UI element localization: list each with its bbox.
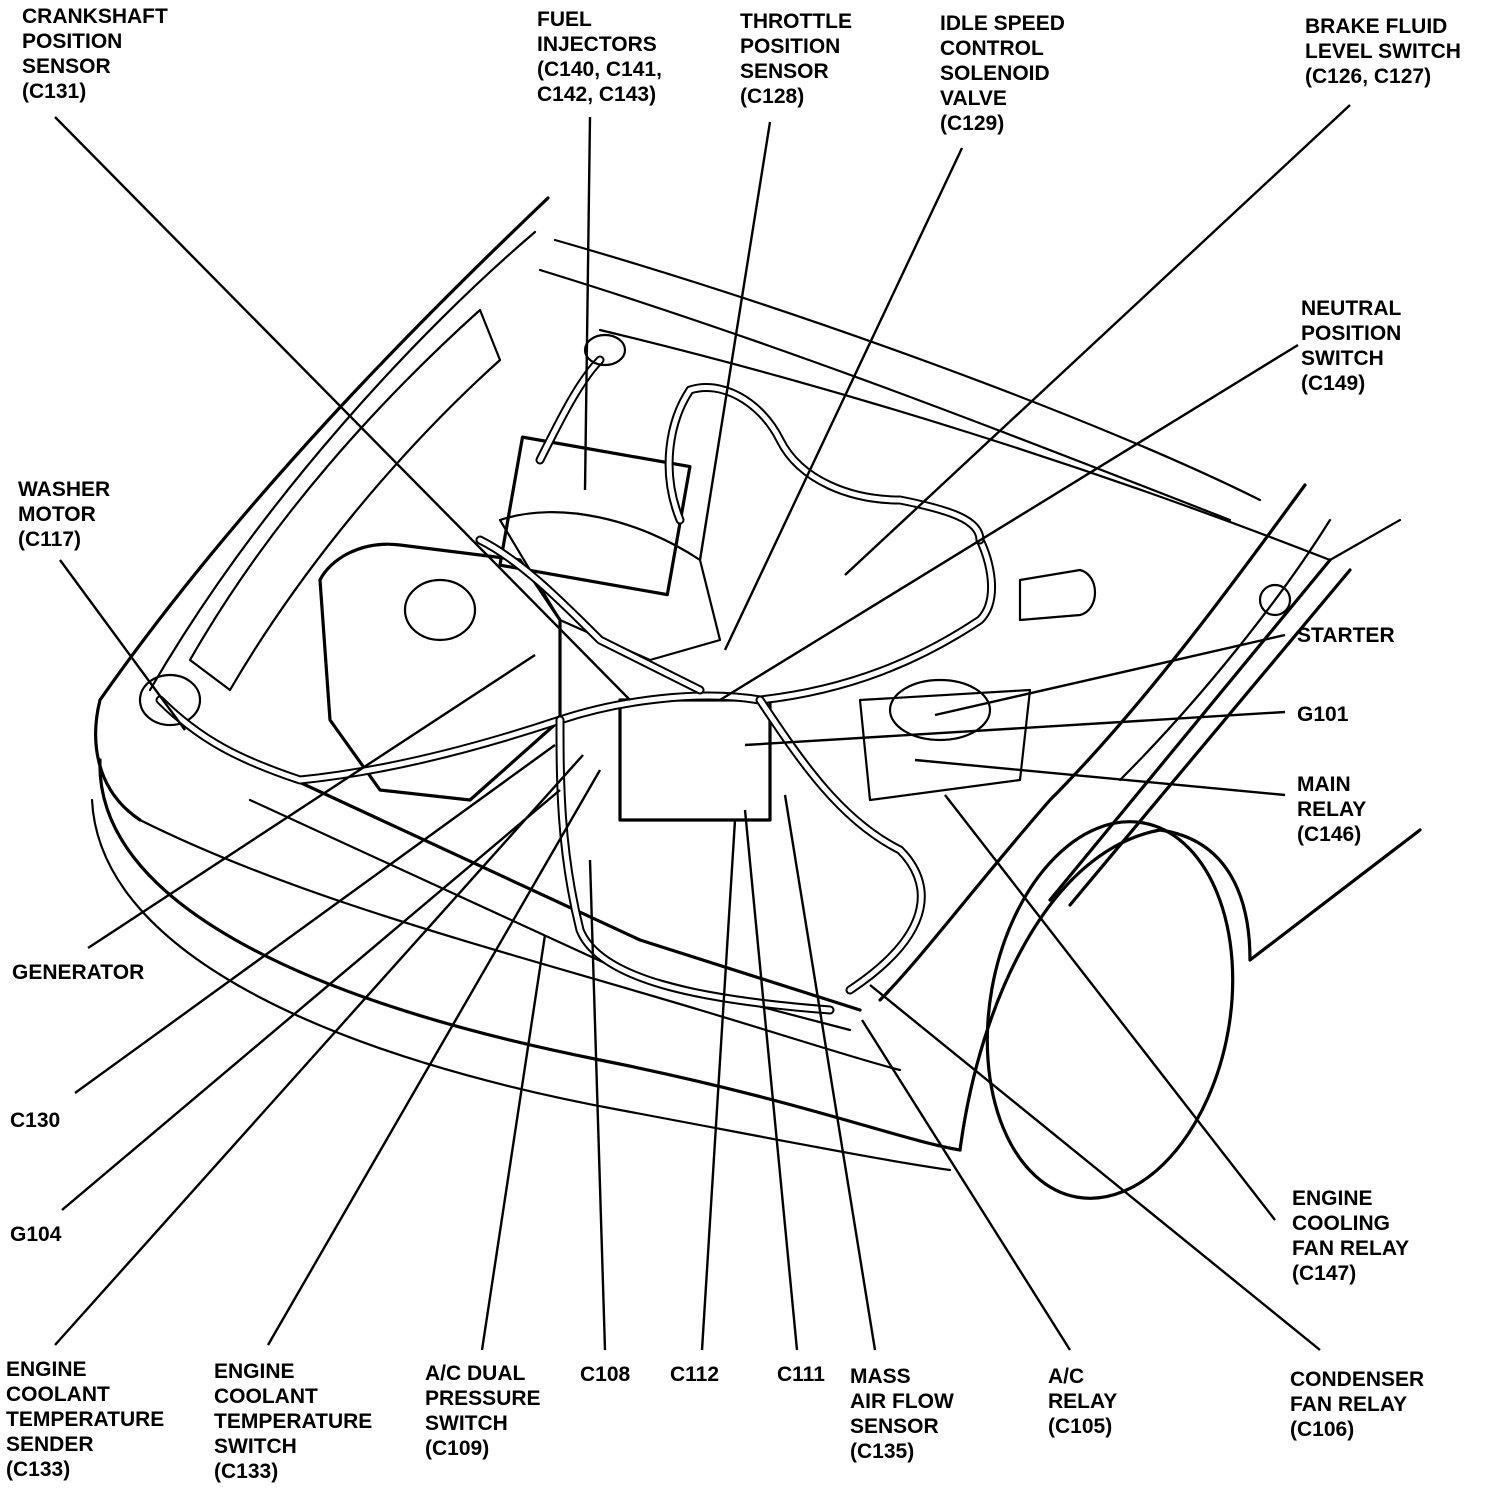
label-starter: STARTER	[1297, 624, 1395, 647]
leader-fuel-injectors	[583, 116, 592, 491]
label-crankshaft-position-sensor: CRANKSHAFT POSITION SENSOR (C131)	[22, 5, 168, 103]
label-fuel-injectors: FUEL INJECTORS (C140, C141, C142, C143)	[537, 8, 662, 106]
leader-g104	[61, 789, 561, 1211]
leader-main-relay	[914, 758, 1286, 797]
wheel-arch	[958, 828, 1422, 1152]
leader-brake	[844, 104, 1351, 576]
leader-idle	[723, 147, 964, 651]
label-idle-speed-control-solenoid-valve: IDLE SPEED CONTROL SOLENOID VALVE (C129)	[940, 12, 1065, 135]
label-g104: G104	[10, 1223, 62, 1246]
label-brake-fluid-level-switch: BRAKE FLUID LEVEL SWITCH (C126, C127)	[1305, 15, 1461, 88]
label-engine-coolant-temperature-sender: ENGINE COOLANT TEMPERATURE SENDER (C133)	[6, 1358, 165, 1481]
master-cylinder	[1018, 568, 1096, 622]
cowl-line	[553, 238, 1262, 502]
leader-starter	[934, 633, 1286, 717]
cowl-line-2	[538, 268, 1232, 522]
leader-g101	[744, 710, 1286, 747]
label-engine-cooling-fan-relay: ENGINE COOLING FAN RELAY (C147)	[1292, 1187, 1410, 1285]
windshield-base	[598, 328, 1402, 562]
valve-cover	[498, 435, 692, 597]
front-wheel	[985, 820, 1235, 1200]
leader-c130	[74, 744, 556, 1094]
label-c112: C112	[670, 1363, 720, 1386]
fuel-filter-fitting	[583, 333, 627, 367]
leader-fan-relay	[944, 794, 1276, 1221]
label-condenser-fan-relay: CONDENSER FAN RELAY (C106)	[1290, 1368, 1425, 1441]
label-neutral-position-switch: NEUTRAL POSITION SWITCH (C149)	[1301, 297, 1402, 395]
label-ac-dual-pressure-switch: A/C DUAL PRESSURE SWITCH (C109)	[425, 1362, 541, 1460]
leader-generator	[87, 653, 536, 950]
reservoir	[888, 678, 992, 742]
hood-panel	[188, 308, 502, 692]
brake-line-2	[1068, 568, 1352, 907]
harness-branch-1	[555, 715, 835, 1015]
front-bumper	[98, 758, 962, 1152]
bumper-top	[138, 818, 902, 1072]
label-ac-relay: A/C RELAY (C105)	[1048, 1365, 1118, 1438]
washer-tank	[138, 673, 202, 727]
leader-ect-sender	[54, 754, 584, 1346]
leader-neutral	[719, 343, 1299, 702]
label-c108: C108	[580, 1363, 631, 1386]
radiator-support-2	[248, 798, 852, 1032]
vehicle-drawing	[90, 196, 1422, 1200]
leader-condenser	[869, 984, 1321, 1351]
hood-inner	[148, 230, 537, 692]
brake-line	[1048, 558, 1332, 902]
leader-maf	[783, 794, 877, 1351]
strut-tower	[858, 688, 1032, 802]
bumper-lower	[90, 798, 952, 1172]
hood-outline	[94, 196, 550, 822]
leader-c108	[588, 859, 607, 1351]
leader-throttle	[698, 121, 772, 561]
label-throttle-position-sensor: THROTTLE POSITION SENSOR (C128)	[740, 10, 852, 108]
leader-crankshaft	[54, 116, 631, 701]
leader-c112	[700, 819, 737, 1351]
right-fender	[878, 483, 1307, 1002]
label-generator: GENERATOR	[12, 961, 145, 984]
intake-manifold	[498, 511, 722, 662]
leader-washer	[59, 559, 186, 731]
starter-ring	[1258, 583, 1292, 617]
label-c130: C130	[10, 1109, 61, 1132]
leader-c111	[743, 809, 799, 1351]
leader-ac-relay	[860, 1019, 1072, 1351]
fender-edge	[1118, 518, 1332, 782]
leader-lines	[54, 104, 1351, 1351]
alternator	[403, 578, 477, 642]
label-mass-air-flow-sensor: MASS AIR FLOW SENSOR (C135)	[850, 1365, 954, 1463]
label-washer-motor: WASHER MOTOR (C117)	[18, 478, 111, 551]
label-engine-coolant-temperature-switch: ENGINE COOLANT TEMPERATURE SWITCH (C133)	[214, 1360, 373, 1483]
air-cleaner	[618, 698, 772, 822]
radiator-support	[228, 748, 862, 1012]
label-g101: G101	[1297, 703, 1349, 726]
main-harness	[155, 535, 997, 785]
label-c111: C111	[777, 1363, 825, 1386]
label-main-relay: MAIN RELAY (C146)	[1297, 773, 1367, 846]
leader-ac-dual	[480, 934, 547, 1351]
leader-ect-switch	[266, 769, 602, 1346]
engine-block	[318, 542, 562, 802]
